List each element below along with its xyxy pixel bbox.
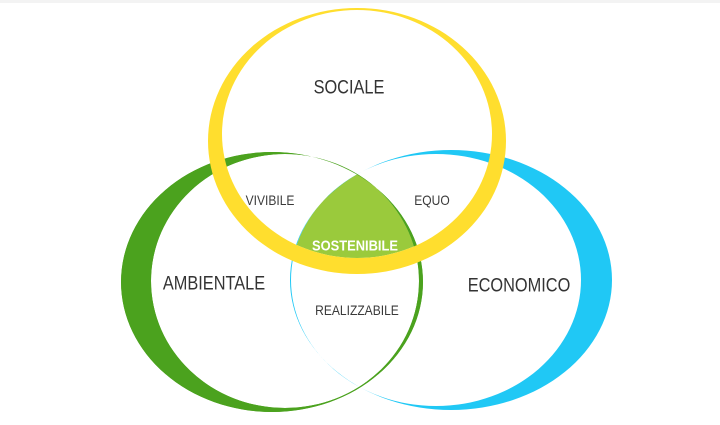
label-economico: ECONOMICO: [467, 275, 571, 297]
label-ambientale: AMBIENTALE: [162, 273, 266, 295]
label-sostenibile: SOSTENIBILE: [311, 237, 399, 255]
label-vivibile: VIVIBILE: [245, 192, 295, 208]
top-border: [0, 0, 720, 3]
label-realizzabile: REALIZZABILE: [315, 302, 399, 318]
label-equo: EQUO: [414, 192, 450, 208]
label-sociale: SOCIALE: [313, 77, 385, 99]
